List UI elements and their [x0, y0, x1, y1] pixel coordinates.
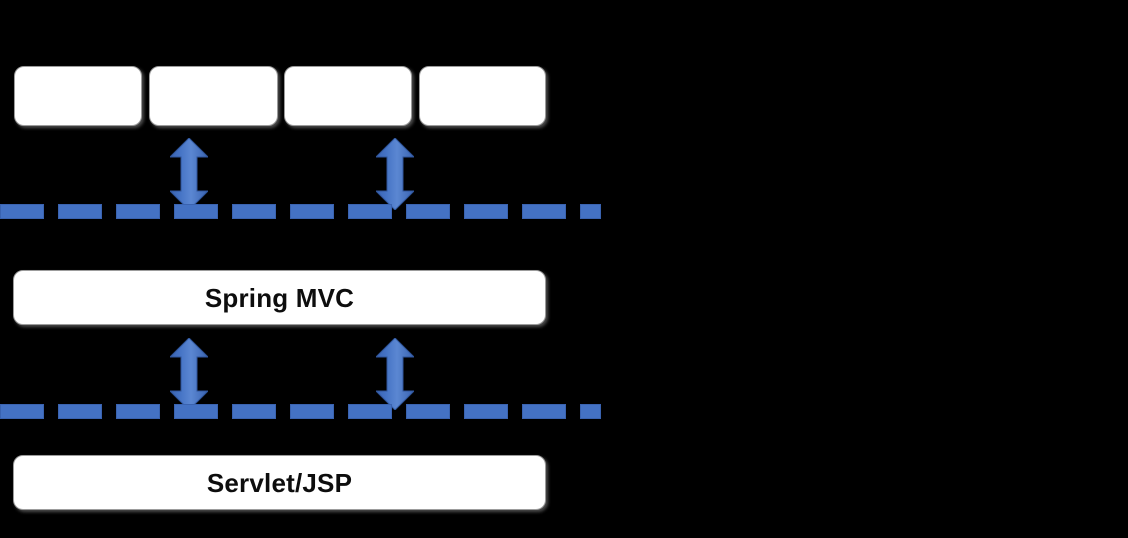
dash-segment [174, 404, 218, 419]
dash-segment [348, 404, 392, 419]
dash-segment [58, 404, 102, 419]
dash-segment [232, 204, 276, 219]
component-box-4[interactable] [419, 66, 546, 126]
layer-label-servlet-jsp: Servlet/JSP [206, 467, 353, 498]
dash-segment [116, 404, 160, 419]
layer-box-spring-mvc[interactable]: Spring MVC [13, 270, 546, 325]
dash-segment [174, 204, 218, 219]
dash-segment [522, 404, 566, 419]
dash-segment [0, 404, 44, 419]
double-arrow-icon-lower-right [376, 338, 414, 410]
layer-label-spring-mvc: Spring MVC [204, 282, 355, 313]
dash-segment [348, 204, 392, 219]
dashed-line-lower [0, 404, 601, 419]
dash-segment [406, 404, 450, 419]
dash-segment [0, 204, 44, 219]
double-arrow-icon-upper-left [170, 138, 208, 210]
dashed-line-upper [0, 204, 601, 219]
dash-segment [406, 204, 450, 219]
component-box-3[interactable] [284, 66, 412, 126]
double-arrow-icon-upper-right [376, 138, 414, 210]
dash-segment [290, 204, 334, 219]
dash-segment [522, 204, 566, 219]
dash-segment [464, 204, 508, 219]
dash-segment [232, 404, 276, 419]
component-box-1[interactable] [14, 66, 142, 126]
dash-segment [58, 204, 102, 219]
dash-segment [116, 204, 160, 219]
component-box-2[interactable] [149, 66, 278, 126]
layer-box-servlet-jsp[interactable]: Servlet/JSP [13, 455, 546, 510]
double-arrow-icon-lower-left [170, 338, 208, 410]
dash-segment [580, 204, 601, 219]
dash-segment [290, 404, 334, 419]
dash-segment [464, 404, 508, 419]
dash-segment [580, 404, 601, 419]
